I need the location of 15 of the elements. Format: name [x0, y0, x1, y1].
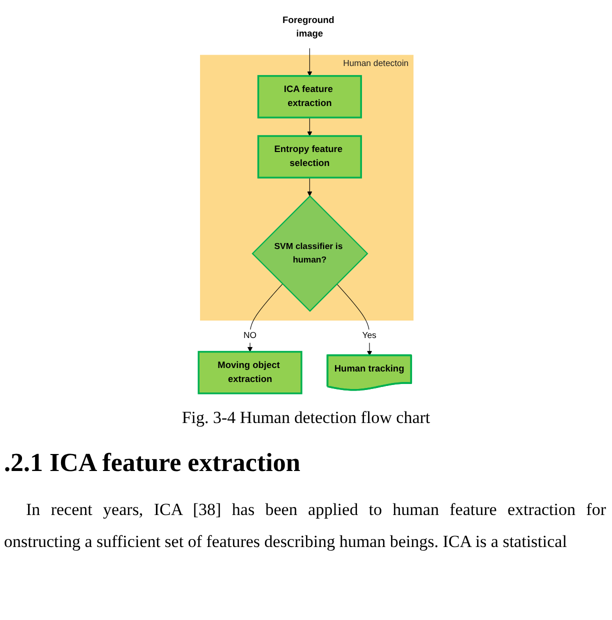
node-box: Moving object extraction [198, 350, 302, 394]
figure-caption: Fig. 3-4 Human detection flow chart [180, 408, 432, 428]
node-text: Foreground image [282, 15, 334, 39]
arrow [248, 284, 283, 352]
node-box: Entropy feature selection [257, 135, 362, 178]
section-heading: .2.1 ICA feature extraction [4, 448, 300, 478]
node-box: ICA feature extraction [257, 75, 362, 118]
edge-label: NO [244, 330, 257, 341]
node-diamond: SVM classifier is human? [252, 195, 368, 312]
arrow [336, 284, 372, 356]
body-paragraph: In recent years, ICA [38] has been applied to human feature extraction for onstructing a sufficient set of features describing human beings. ICA is a statistical [4, 499, 606, 553]
arrow [307, 177, 312, 196]
arrow [307, 117, 312, 136]
arrow [307, 48, 312, 76]
edge-label: Yes [362, 330, 376, 341]
